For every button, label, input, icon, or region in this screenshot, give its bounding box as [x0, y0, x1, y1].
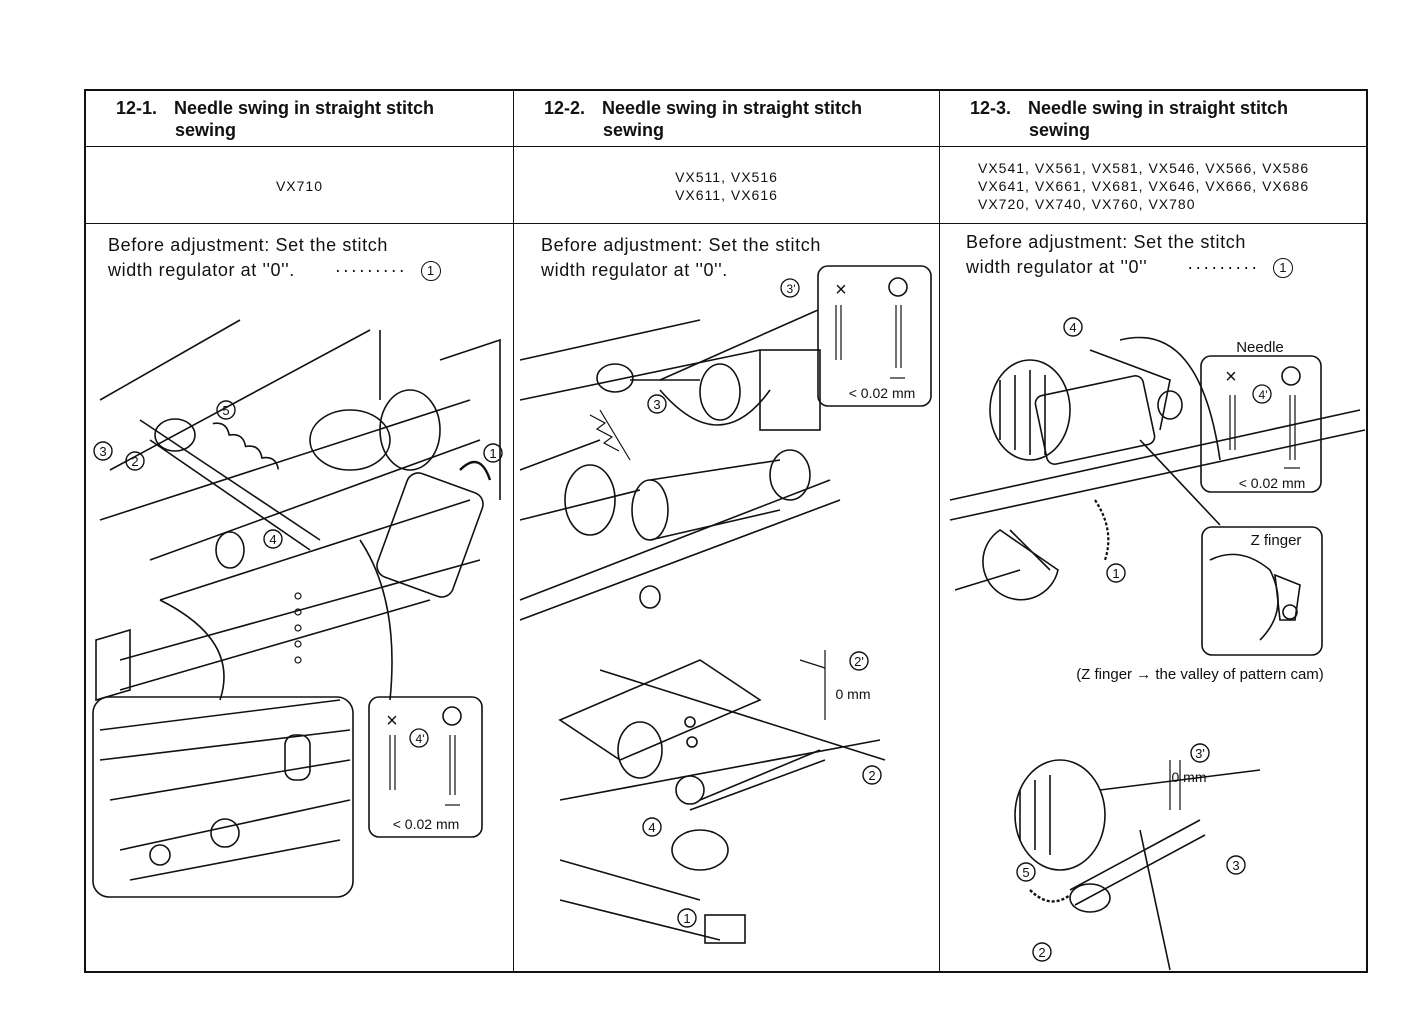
svg-text:< 0.02 mm: < 0.02 mm: [1239, 475, 1306, 491]
svg-text:1: 1: [683, 911, 690, 926]
needle-callout-3: × 4' < 0.02 mm Needle: [1200, 339, 1322, 493]
svg-text:0 mm: 0 mm: [836, 686, 871, 702]
section-12-2: 12-2.Needle swing in straight stitch sew…: [514, 91, 939, 971]
svg-text:4: 4: [648, 820, 655, 835]
svg-text:×: ×: [1225, 366, 1237, 388]
needle-callout-2: × 3' < 0.02 mm: [659, 265, 932, 407]
machine-illustration-2: [519, 319, 886, 944]
machine-illustration-1: [92, 319, 501, 898]
needle-callout-1: × 4' < 0.02 mm: [368, 696, 483, 838]
svg-text:< 0.02 mm: < 0.02 mm: [393, 816, 460, 832]
svg-text:3: 3: [653, 397, 660, 412]
svg-text:3': 3': [1195, 746, 1205, 761]
svg-text:×: ×: [835, 279, 847, 301]
svg-text:1: 1: [489, 446, 496, 461]
step-markers-3: 4 1 3' 0 mm 5 2 3: [1016, 317, 1246, 962]
svg-text:4: 4: [1069, 320, 1076, 335]
svg-text:2: 2: [868, 768, 875, 783]
section-title: 12-2.Needle swing in straight stitch sew…: [544, 98, 863, 140]
before-adjustment-note: Before adjustment: Set the stitch width …: [541, 235, 821, 280]
svg-text:1: 1: [1112, 566, 1119, 581]
svg-text:Z finger: Z finger: [1251, 532, 1302, 549]
svg-text:Needle: Needle: [1236, 339, 1284, 356]
svg-text:4: 4: [269, 532, 276, 547]
svg-text:3: 3: [1232, 858, 1239, 873]
svg-text:3': 3': [787, 282, 796, 296]
svg-text:< 0.02 mm: < 0.02 mm: [849, 385, 916, 401]
row-divider: [86, 146, 1366, 147]
before-adjustment-note: Before adjustment: Set the stitch width …: [966, 230, 1294, 280]
section-title: 12-3.Needle swing in straight stitch sew…: [970, 98, 1289, 140]
model-list: VX710: [275, 178, 324, 194]
svg-text:3: 3: [99, 444, 106, 459]
svg-text:2: 2: [131, 454, 138, 469]
svg-text:4': 4': [416, 732, 425, 746]
before-adjustment-note: Before adjustment: Set the stitch width …: [108, 233, 441, 283]
model-list: VX541, VX561, VX581, VX546, VX566, VX586…: [978, 160, 1310, 212]
step-markers-2: 3 1 2 4 2' 0 mm: [642, 394, 882, 928]
step-marker: 1: [1273, 258, 1294, 279]
machine-illustration-3: [949, 336, 1366, 971]
detail-inset: [92, 696, 354, 898]
svg-text:2': 2': [854, 654, 864, 669]
row-divider: [86, 223, 1366, 224]
z-finger-callout: Z finger (Z finger → the valley of patte…: [1076, 526, 1324, 683]
column-divider: [939, 91, 940, 971]
svg-text:0 mm: 0 mm: [1172, 769, 1207, 785]
svg-text:(Z finger → the valley of patt: (Z finger → the valley of pattern cam): [1076, 666, 1324, 683]
svg-text:5: 5: [1022, 865, 1029, 880]
oil-holes: [294, 592, 302, 664]
column-divider: [513, 91, 514, 971]
section-title: 12-1.Needle swing in straight stitch sew…: [116, 98, 435, 140]
section-12-3: 12-3.Needle swing in straight stitch sew…: [940, 91, 1368, 971]
svg-text:2: 2: [1038, 945, 1045, 960]
svg-text:4': 4': [1259, 388, 1268, 402]
step-markers-1: 1 2 3 4 5: [93, 400, 503, 549]
step-marker: 1: [420, 261, 441, 282]
section-12-1: 12-1.Needle swing in straight stitch sew…: [86, 91, 513, 971]
svg-text:5: 5: [222, 403, 229, 418]
adjustment-sheet: 12-1.Needle swing in straight stitch sew…: [84, 89, 1368, 973]
svg-text:×: ×: [386, 710, 398, 732]
model-list: VX511, VX516 VX611, VX616: [675, 169, 778, 203]
